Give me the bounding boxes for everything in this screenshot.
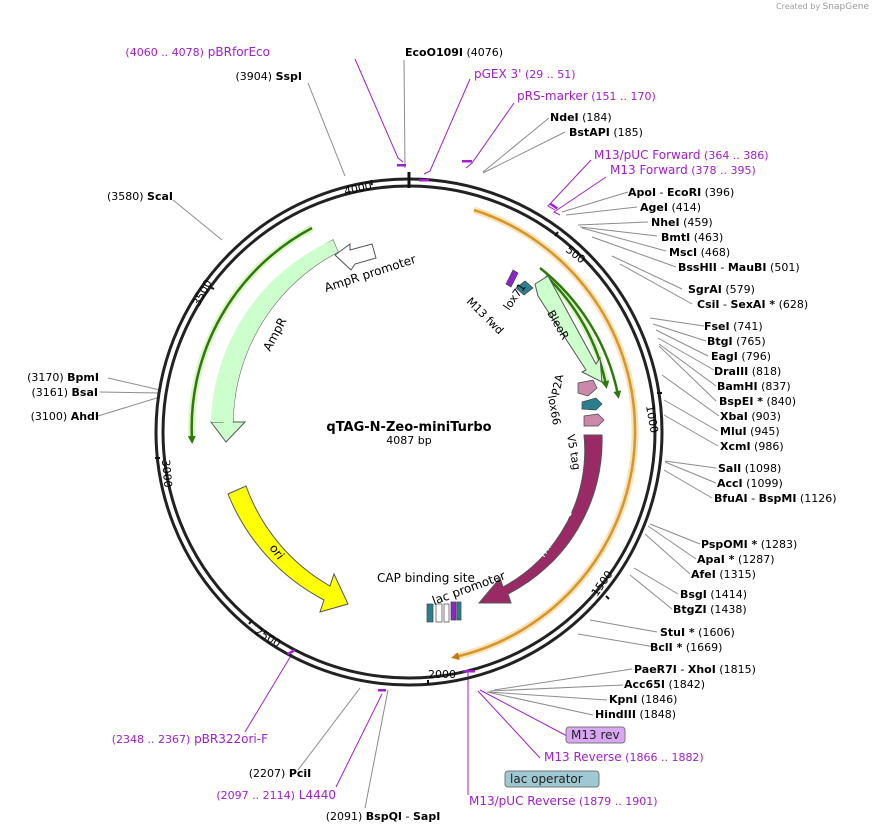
site-ndei: NdeI (184) xyxy=(550,111,612,124)
site-apai: ApaI * (1287) xyxy=(697,553,775,566)
ampr-label: AmpR xyxy=(260,315,289,353)
tick-3500: 3500 xyxy=(190,278,215,309)
p2a-feature xyxy=(577,379,598,397)
site-sgrai: SgrAI (579) xyxy=(688,283,755,296)
site-ahdi: (3100) AhdI xyxy=(31,410,99,423)
site-bpmi: (3170) BpmI xyxy=(27,371,99,384)
site-apoi: ApoI - EcoRI (396) xyxy=(628,186,734,199)
site-afei: AfeI (1315) xyxy=(691,568,756,581)
snapgene-logo: SnapGene xyxy=(822,2,869,12)
lox66-feature xyxy=(581,397,603,411)
cap-site-feature xyxy=(443,603,450,623)
site-nhei: NheI (459) xyxy=(651,216,713,229)
site-scai: (3580) ScaI xyxy=(107,190,173,203)
bleor-arrow xyxy=(534,275,603,383)
site-agei: AgeI (414) xyxy=(640,201,701,214)
tick-4000: 4000 xyxy=(343,179,373,198)
tick-2500: 2500 xyxy=(252,625,283,651)
primer-box-m13-rev xyxy=(565,726,626,744)
primer-m13-forward: M13 Forward (378 .. 395) xyxy=(610,163,756,177)
site-msci: MscI (468) xyxy=(669,246,730,259)
site-xbai: XbaI (903) xyxy=(720,410,781,423)
v5-tag-label: V5 tag xyxy=(564,433,583,471)
site-stui: StuI * (1606) xyxy=(660,626,735,639)
primer-pgex-3: pGEX 3' (29 .. 51) xyxy=(474,67,576,81)
site-bamhi: BamHI (837) xyxy=(717,380,791,393)
primer-m13-reverse: M13 Reverse (1866 .. 1882) xyxy=(544,750,704,764)
plasmid-size: 4087 bp xyxy=(386,434,431,447)
ori-arrow xyxy=(227,485,349,613)
lox66-label: lox66 xyxy=(545,394,563,426)
m13-rev-feature xyxy=(450,601,457,621)
v5-tag-feature xyxy=(583,413,605,427)
ampr-promoter-arrow xyxy=(334,243,377,271)
site-bsshii: BssHII - MauBI (501) xyxy=(678,261,800,274)
site-bspqi: (2091) BspQI - SapI xyxy=(326,810,441,823)
site-kpni: KpnI (1846) xyxy=(609,693,677,706)
site-btgzi: BtgZI (1438) xyxy=(673,603,747,616)
plasmid-name: qTAG-N-Zeo-miniTurbo xyxy=(326,420,491,435)
miniturbo-orf-arc xyxy=(451,208,637,660)
primer-m13-rev: M13 rev xyxy=(571,728,620,742)
leader-lines xyxy=(97,59,720,809)
primer-lac-operator: lac operator xyxy=(510,772,583,786)
lox71-feature xyxy=(505,269,519,288)
tick-3000: 3000 xyxy=(159,459,174,488)
primer-bars xyxy=(287,160,558,692)
primer-box-lac-operator xyxy=(504,770,600,788)
site-draiii: DraIII (818) xyxy=(714,365,781,378)
bleor-orf-arc-outer xyxy=(539,267,622,399)
site-bstapi: BstAPI (185) xyxy=(569,126,643,139)
site-bsai: (3161) BsaI xyxy=(31,386,98,399)
site-hindiii: HindIII (1848) xyxy=(595,708,676,721)
bleor-orf-arc xyxy=(545,275,610,389)
lac-operator-feature xyxy=(426,603,434,623)
ampr-orf-arc xyxy=(187,226,313,444)
site-bcli: BclI * (1669) xyxy=(650,641,722,654)
lac-promoter-feature xyxy=(435,603,443,623)
p2a-label: P2A xyxy=(549,373,566,397)
site-mlui: MluI (945) xyxy=(720,425,780,438)
site-bmti: BmtI (463) xyxy=(661,231,723,244)
site-fsei: FseI (741) xyxy=(704,320,763,333)
site-labels: EcoO109I (4076) NdeI (184) BstAPI (185) Apo… xyxy=(27,46,836,823)
site-acci: AccI (1099) xyxy=(717,477,783,490)
site-btgi: BtgI (765) xyxy=(707,335,766,348)
site-sspi: (3904) SspI xyxy=(235,70,302,83)
lac-op-small xyxy=(456,601,462,621)
miniturbo-arrow xyxy=(477,434,603,604)
lox71-label: lox71 xyxy=(501,281,529,313)
primer-prs-marker: pRS-marker (151 .. 170) xyxy=(517,89,656,103)
tick-2000: 2000 xyxy=(428,668,456,681)
primer-m13-puc-reverse: M13/pUC Reverse (1879 .. 1901) xyxy=(469,794,658,808)
site-bsgi: BsgI (1414) xyxy=(680,588,747,601)
primer-m13-puc-forward: M13/pUC Forward (364 .. 386) xyxy=(594,148,769,162)
tick-1000: 1000 xyxy=(643,404,661,434)
site-bspei: BspEI * (840) xyxy=(719,395,796,408)
site-xcmi: XcmI (986) xyxy=(720,440,784,453)
primer-lines xyxy=(244,58,607,795)
site-eagi: EagI (796) xyxy=(711,350,771,363)
primer-l4440: (2097 .. 2114) L4440 xyxy=(216,788,336,802)
m13-fwd-label: M13 fwd xyxy=(464,295,506,337)
site-pcii: (2207) PciI xyxy=(249,767,312,780)
site-sali: SalI (1098) xyxy=(718,462,781,475)
site-pspomi: PspOMI * (1283) xyxy=(701,538,797,551)
primer-pbr322ori-f: (2348 .. 2367) pBR322ori-F xyxy=(112,732,268,746)
site-paer7i: PaeR7I - XhoI (1815) xyxy=(634,663,756,676)
site-csii: CsiI - SexAI * (628) xyxy=(697,298,808,311)
site-bfuai: BfuAI - BspMI (1126) xyxy=(714,492,837,505)
site-acc65i: Acc65I (1842) xyxy=(624,678,705,691)
primer-pbrforeco: (4060 .. 4078) pBRforEco xyxy=(125,45,270,59)
snapgene-credit: Created by SnapGene xyxy=(776,2,869,12)
tick-marks xyxy=(155,179,662,685)
primer-labels: (4060 .. 4078) pBRforEco pGEX 3' (29 .. 5… xyxy=(112,45,769,808)
site-ecoo109i: EcoO109I (4076) xyxy=(405,46,503,59)
credit-prefix: Created by xyxy=(776,2,821,11)
m13-fwd-feature xyxy=(515,280,534,296)
cap-binding-label: CAP binding site xyxy=(377,571,475,585)
